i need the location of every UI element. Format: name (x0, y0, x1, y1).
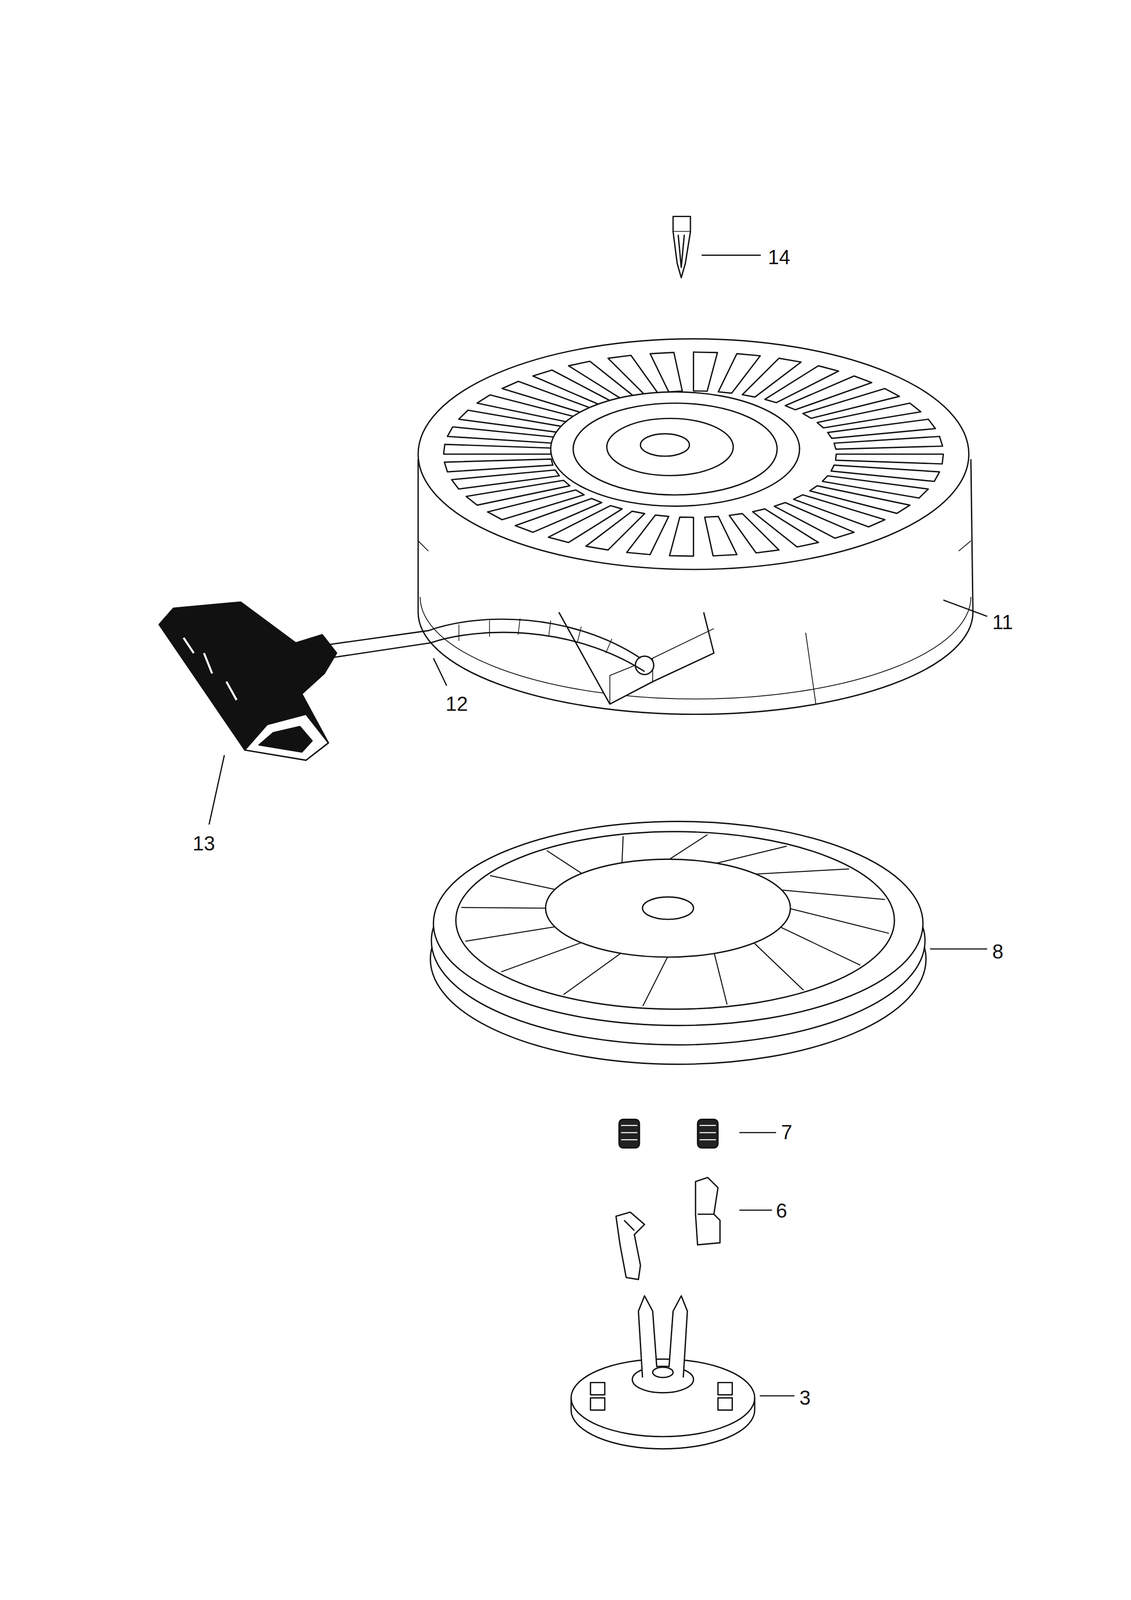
pulley-vane (714, 845, 788, 864)
pulley-vane (461, 907, 548, 908)
pawl-part (616, 1177, 721, 1280)
handle-part (159, 601, 337, 761)
callout-number: 7 (780, 1121, 794, 1142)
rope-part (326, 617, 645, 671)
callout-number: 14 (767, 247, 792, 268)
pulley-vane (668, 834, 708, 860)
vent-slot (669, 516, 694, 556)
pulley-vane (465, 926, 557, 941)
vent-slot (704, 516, 737, 556)
vent-slot (834, 436, 943, 450)
callout-number: 3 (798, 1387, 812, 1408)
pulley-vane (752, 868, 850, 875)
pulley-vane (546, 850, 583, 874)
pulley-vane (779, 926, 861, 965)
vent-slot (443, 444, 552, 454)
callout-number: 13 (191, 833, 216, 854)
pulley-vane (501, 941, 583, 972)
vent-slot (827, 419, 936, 439)
callout-number: 11 (991, 612, 1015, 633)
vent-slot (729, 513, 779, 553)
pulley-vane (563, 952, 623, 995)
pulley-part (430, 820, 927, 1064)
pulley-vane (622, 835, 624, 864)
spring-part (618, 1118, 718, 1148)
retainer-part (570, 1295, 755, 1448)
callout-number: 6 (775, 1200, 789, 1221)
vent-slot (835, 453, 944, 464)
pulley-vane (752, 941, 804, 990)
vent-slot (451, 469, 560, 489)
pulley-vane (643, 955, 669, 1007)
vent-slot (693, 352, 718, 392)
pulley-vane (788, 907, 890, 934)
pulley-vane (779, 889, 886, 899)
pulley-vane (489, 875, 557, 890)
housing-part (418, 338, 974, 715)
vent-slot (444, 458, 553, 472)
callout-number: 8 (991, 941, 1005, 962)
vent-slot (650, 352, 683, 392)
leader-lines (208, 254, 987, 1396)
vent-slot (607, 355, 658, 395)
clip-part (673, 216, 691, 278)
callout-number: 12 (444, 693, 469, 714)
pulley-vane (714, 952, 728, 1005)
